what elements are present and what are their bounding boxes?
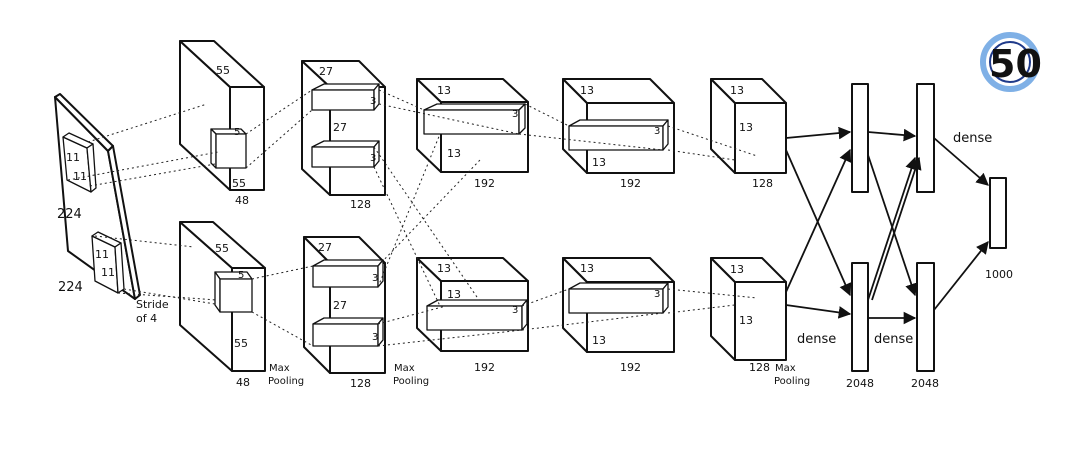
conv4-top-kernel: 3 [654,126,660,137]
conv5-bottom-depth: 128 [749,361,770,374]
dotted-connections [67,89,758,347]
conv5-bottom-spatial-2: 13 [739,314,753,327]
logo-text: 50 [989,42,1042,86]
conv4-top-spatial-2: 13 [592,156,606,169]
conv1-bottom-depth: 48 [236,376,250,389]
conv2-top-spatial: 27 [319,65,333,78]
conv3-bottom-depth: 192 [474,361,495,374]
conv5-bottom-spatial: 13 [730,263,744,276]
stride-label-line1: Stride [136,298,169,311]
dense-label-top: dense [953,131,992,146]
dense-label-bottom-left: dense [797,332,836,347]
conv4-bottom-spatial: 13 [580,262,594,275]
conv5-top-depth: 128 [752,177,773,190]
conv3-bottom-kernel: 3 [512,305,518,316]
kernel-bottom-label-1: 11 [95,248,109,261]
conv3-top-block [416,78,529,173]
conv3-top-spatial-2: 13 [447,147,461,160]
conv2-top-kernel-1: 3 [370,96,376,107]
fc6-bottom-layer [851,262,869,372]
conv4-bottom-spatial-2: 13 [592,334,606,347]
dense-arrows [785,126,989,325]
conv2-bottom-depth: 128 [350,377,371,390]
input-kernel-bottom [91,231,125,294]
conv3-bottom-block [416,257,529,352]
conv3-top-depth: 192 [474,177,495,190]
conv1-pool-label-line2: Pooling [268,376,304,387]
output-size-label: 1000 [985,268,1013,281]
conv3-bottom-spatial-2: 13 [447,288,461,301]
logo: 50 [980,32,1042,92]
dense-label-bottom-right: dense [874,332,913,347]
conv2-bottom-spatial: 27 [318,241,332,254]
conv1-bottom-kernel: 5 [238,270,244,281]
conv2-bottom-kernel-1: 3 [372,273,378,284]
conv1-top-kernel: 5 [234,127,240,138]
kernel-bottom-label-2: 11 [101,266,115,279]
conv2-bottom-kernel-2: 3 [372,332,378,343]
conv1-bottom-spatial-bottom: 55 [234,337,248,350]
input-kernel-top [62,132,97,193]
fc6-top-layer [851,83,869,193]
conv1-top-spatial: 55 [216,64,230,77]
fc7-bottom-layer [916,262,935,372]
conv5-bottom-block [710,257,787,361]
conv4-top-spatial: 13 [580,84,594,97]
conv4-bottom-kernel: 3 [654,289,660,300]
conv5-pool-label-line1: Max [775,363,796,374]
conv2-bottom-spatial-2: 27 [333,299,347,312]
output-layer [989,177,1007,249]
conv5-pool-label-line2: Pooling [774,376,810,387]
input-image [54,93,141,300]
stride-label-line2: of 4 [136,312,157,325]
conv3-top-kernel: 3 [512,109,518,120]
conv1-bottom-block [179,221,266,372]
conv2-top-spatial-2: 27 [333,121,347,134]
input-width-label: 224 [57,207,82,222]
conv1-top-block [179,40,265,191]
conv1-pool-label-line1: Max [269,363,290,374]
conv2-pool-label-line2: Pooling [393,376,429,387]
fc7-size-label: 2048 [911,377,939,390]
conv4-bottom-depth: 192 [620,361,641,374]
input-height-label: 224 [58,280,83,295]
conv4-top-depth: 192 [620,177,641,190]
conv5-top-spatial-2: 13 [739,121,753,134]
conv1-top-depth: 48 [235,194,249,207]
conv1-bottom-spatial: 55 [215,242,229,255]
conv2-pool-label-line1: Max [394,363,415,374]
conv2-top-kernel-2: 3 [370,153,376,164]
kernel-top-label-1: 11 [66,151,80,164]
conv5-top-spatial: 13 [730,84,744,97]
conv3-top-spatial: 13 [437,84,451,97]
conv1-top-spatial-bottom: 55 [232,177,246,190]
kernel-top-label-2: 11 [73,170,87,183]
conv5-top-block [710,78,787,174]
conv2-bottom-block [303,236,386,374]
conv4-bottom-block [562,257,675,353]
conv4-top-block [562,78,675,174]
fc6-size-label: 2048 [846,377,874,390]
fc7-top-layer [916,83,935,193]
conv2-top-block [301,60,386,196]
conv3-bottom-spatial: 13 [437,262,451,275]
conv2-top-depth: 128 [350,198,371,211]
